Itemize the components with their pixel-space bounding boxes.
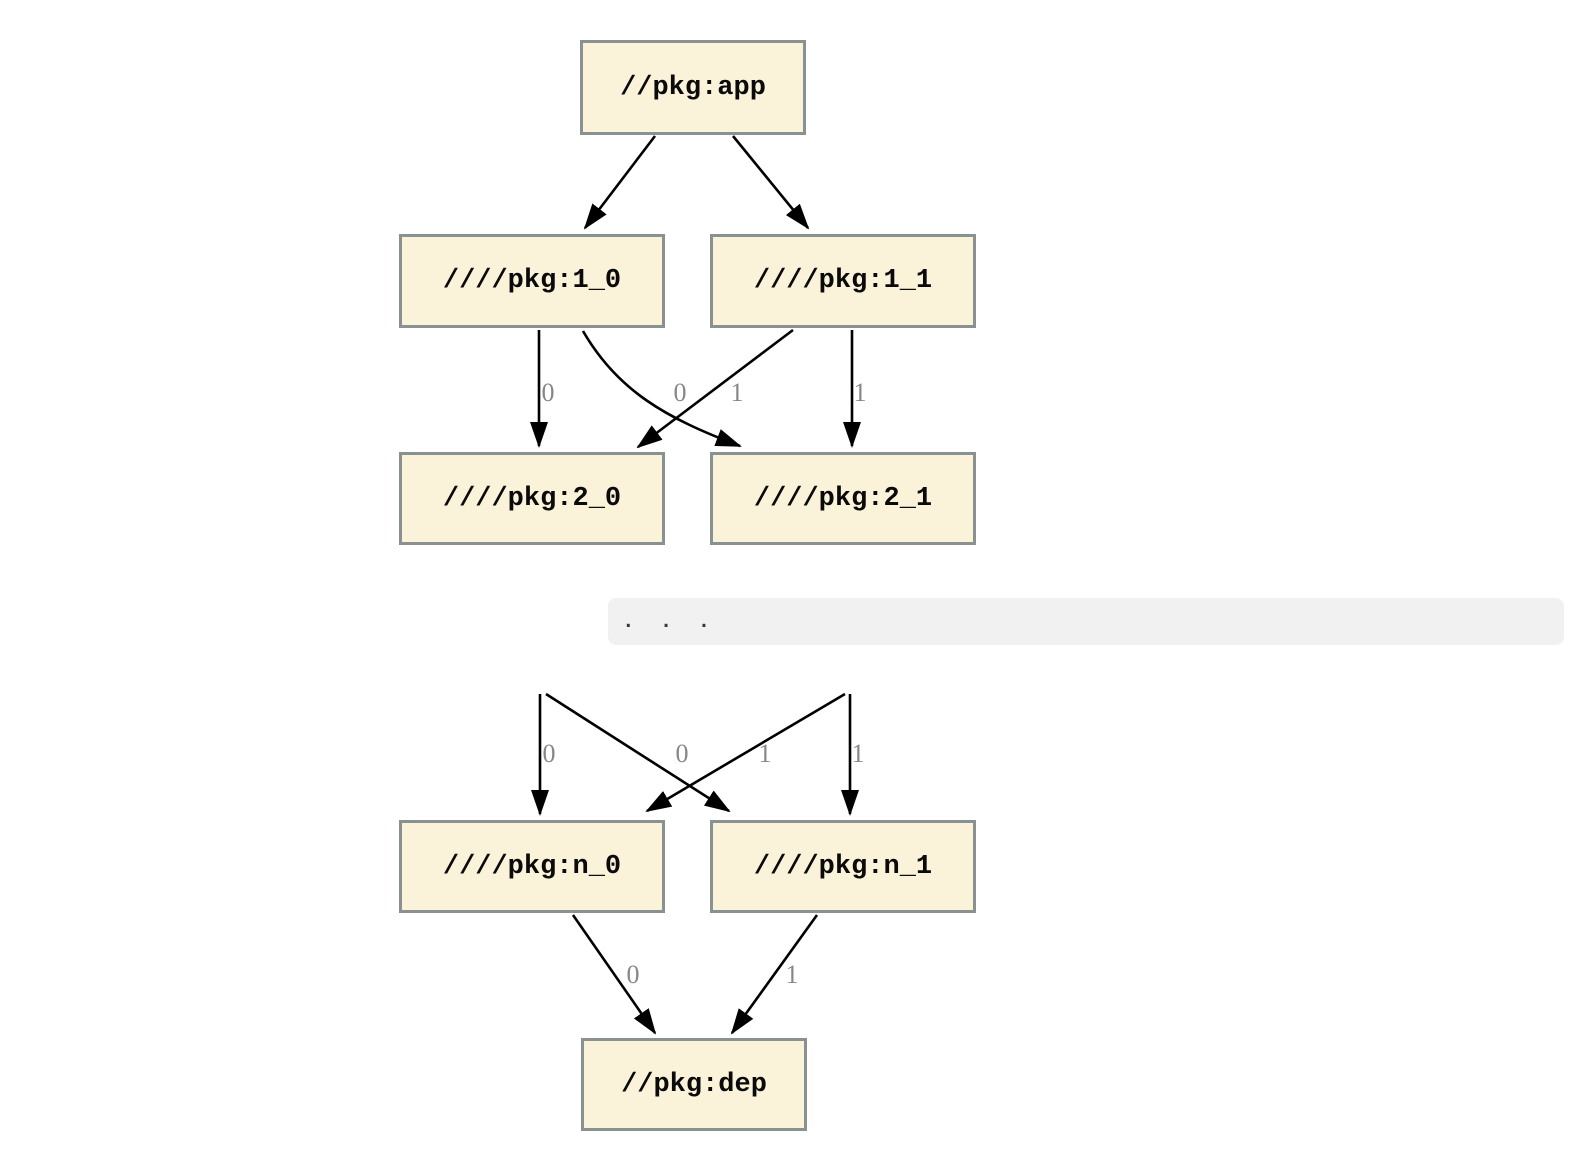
edge-label-n-0-to-dep: 0	[627, 960, 640, 989]
edge-label-1-1-to-2-0: 0	[674, 378, 687, 407]
edge-label-1-1-to-2-1: 1	[854, 378, 867, 407]
graph-node-n-1: ////pkg:n_1	[710, 820, 976, 913]
edge-label-n-1-to-dep: 1	[786, 960, 799, 989]
edge-n-0-to-dep	[571, 914, 657, 1035]
graph-node-app: //pkg:app	[580, 40, 806, 135]
ellipsis-code-block: . . .	[608, 598, 1564, 645]
edge-elided-cross-to-n-1	[545, 692, 731, 813]
edge-1-0-to-2-1	[581, 330, 742, 448]
edge-elided-cross-to-n-0	[645, 692, 846, 813]
edge-label-1-0-to-2-1: 1	[731, 378, 744, 407]
graph-node-n-0: ////pkg:n_0	[399, 820, 665, 913]
edge-label-elided-cross-to-n-0: 0	[676, 739, 689, 768]
graph-node-2-1: ////pkg:2_1	[710, 452, 976, 545]
node-label-dep: //pkg:dep	[621, 1069, 767, 1100]
edge-app-to-1-1	[731, 135, 810, 230]
node-label-2-1: ////pkg:2_1	[753, 483, 933, 514]
node-label-1-1: ////pkg:1_1	[753, 266, 933, 296]
ellipsis-text: . . .	[622, 611, 711, 634]
graph-node-1-1: ////pkg:1_1	[710, 234, 976, 328]
graph-node-dep: //pkg:dep	[581, 1038, 807, 1131]
node-label-n-0: ////pkg:n_0	[442, 851, 622, 882]
edge-label-elided-to-n-0: 0	[543, 739, 556, 768]
edge-label-elided-cross-to-n-1: 1	[759, 739, 772, 768]
edge-label-elided-to-n-1: 1	[852, 739, 865, 768]
node-label-n-1: ////pkg:n_1	[753, 851, 933, 882]
edge-1-1-to-2-0	[636, 328, 794, 449]
edge-label-1-0-to-2-0: 0	[542, 378, 555, 407]
node-label-1-0: ////pkg:1_0	[442, 266, 622, 296]
node-label-2-0: ////pkg:2_0	[442, 483, 622, 514]
edge-n-1-to-dep	[730, 914, 819, 1035]
node-label-app: //pkg:app	[620, 72, 766, 103]
edge-app-to-1-0	[583, 135, 657, 230]
graph-node-2-0: ////pkg:2_0	[399, 452, 665, 545]
graph-node-1-0: ////pkg:1_0	[399, 234, 665, 328]
